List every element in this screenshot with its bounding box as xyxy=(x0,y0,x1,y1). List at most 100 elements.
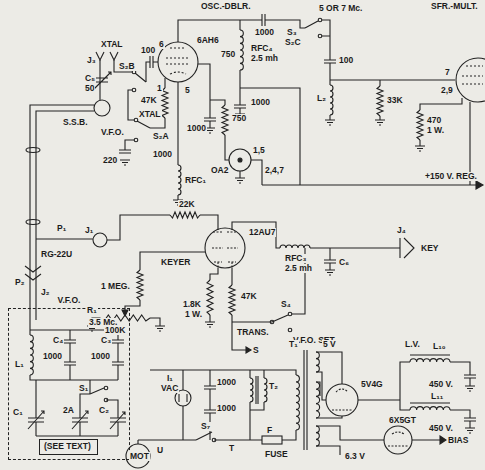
part-label: S₂B xyxy=(118,62,136,71)
part-label: 50 xyxy=(84,84,95,93)
switch-blade xyxy=(272,315,288,322)
part-label: VAC xyxy=(160,384,179,393)
plug-symbol xyxy=(25,266,41,280)
part-label: 1 MEG. xyxy=(100,282,131,291)
tube-elements xyxy=(212,228,238,268)
part-label: 5 V xyxy=(322,340,337,349)
tuning-arrow xyxy=(28,411,125,429)
coil-symbol xyxy=(30,335,33,375)
part-label: C₁ xyxy=(12,408,24,417)
capacitor-symbol xyxy=(464,375,476,421)
part-label: OSC.-DBLR. xyxy=(200,2,252,11)
part-label: 6 xyxy=(158,40,165,49)
components xyxy=(30,30,475,446)
part-label: 6X5GT xyxy=(388,416,417,425)
part-label: L₁ xyxy=(14,360,25,369)
part-label: 2.5 mh xyxy=(284,264,313,273)
coil-symbol xyxy=(316,382,320,418)
coil-symbol xyxy=(296,375,299,430)
part-label: 1.8K xyxy=(182,300,202,309)
switch-blade xyxy=(135,21,318,128)
arrow-head xyxy=(122,310,251,353)
tube-elements xyxy=(166,48,190,74)
part-label: 1 xyxy=(156,84,163,93)
coil-symbol xyxy=(178,165,181,195)
wire xyxy=(178,20,476,185)
part-label: C₄ xyxy=(52,336,64,345)
crystal-socket xyxy=(96,52,118,60)
part-label: KEYER xyxy=(160,258,191,267)
part-label: P₁ xyxy=(56,224,67,233)
part-label: 3.5 Mc. xyxy=(88,318,118,327)
part-label: RFC₃ xyxy=(284,254,307,263)
resistor-symbol xyxy=(229,285,235,315)
part-label: RFC₁ xyxy=(184,176,207,185)
coil-symbol xyxy=(280,245,310,248)
tube-envelope xyxy=(384,426,412,454)
part-label: 1000 xyxy=(90,352,111,361)
ground-symbol xyxy=(120,160,130,165)
coil-symbol xyxy=(410,359,450,362)
part-label: S.S.B. xyxy=(62,118,89,127)
tube-elements xyxy=(388,432,408,446)
part-label: 1000 xyxy=(152,150,173,159)
coax-shield xyxy=(26,220,40,225)
switch-contact xyxy=(134,138,138,142)
part-label: 33K xyxy=(386,96,404,105)
part-label: J₃ xyxy=(86,56,97,65)
note-text: (SEE TEXT) xyxy=(44,441,93,451)
coil-symbol xyxy=(410,407,450,410)
coil-symbol xyxy=(316,352,319,372)
tube-envelope xyxy=(456,58,485,102)
part-label: 100 xyxy=(338,56,354,65)
box-heading: V.F.O. xyxy=(56,295,83,305)
switch-contact xyxy=(212,438,216,442)
part-label: S xyxy=(252,346,260,355)
part-label: 5 xyxy=(184,86,191,95)
ground-symbol xyxy=(375,120,385,125)
capacitor-symbol xyxy=(28,340,126,422)
part-label: T xyxy=(228,444,235,453)
part-label: C₃ xyxy=(100,336,112,345)
part-label: U xyxy=(156,446,164,455)
ground-symbol xyxy=(155,326,165,331)
wiring xyxy=(25,14,485,468)
part-label: 7 xyxy=(444,68,451,77)
ground-symbol xyxy=(325,120,335,125)
switch-contact xyxy=(318,18,322,22)
switch-blade xyxy=(196,432,212,440)
coil-symbol xyxy=(330,85,333,115)
part-label: L₁₀ xyxy=(432,342,447,351)
part-label: 2.5 mh xyxy=(250,54,279,63)
part-label: 470 xyxy=(426,116,442,125)
capacitor-symbol xyxy=(204,386,216,413)
part-label: T₁ xyxy=(288,340,299,349)
connector-circle xyxy=(93,233,107,247)
resistor-symbol xyxy=(162,88,168,118)
switch-contact xyxy=(288,312,292,316)
capacitor-symbol xyxy=(119,14,336,153)
part-label: OA2 xyxy=(210,166,229,175)
wire xyxy=(30,320,118,436)
part-label: 1 W. xyxy=(426,126,445,135)
part-label: V.F.O. xyxy=(100,128,125,137)
resistor-symbol xyxy=(170,212,200,218)
part-label: 47K xyxy=(140,96,158,105)
part-label: FUSE xyxy=(264,450,289,459)
wire xyxy=(138,370,296,444)
coil-symbol xyxy=(240,30,243,70)
coil-symbol xyxy=(250,378,253,402)
switch-contact xyxy=(104,398,108,402)
part-label: C₂ xyxy=(98,406,110,415)
part-label: 1000 xyxy=(186,124,207,133)
part-label: I₁ xyxy=(166,374,174,383)
part-label: P₂ xyxy=(14,278,25,287)
part-label: RG-22U xyxy=(40,250,73,259)
part-label: 1000 xyxy=(254,28,275,37)
tube-envelope xyxy=(326,384,358,416)
arrow-head xyxy=(440,436,446,444)
part-label: C₆ xyxy=(338,258,350,267)
part-label: 5 OR 7 Mc. xyxy=(318,4,363,13)
part-label: 1000 xyxy=(42,352,63,361)
